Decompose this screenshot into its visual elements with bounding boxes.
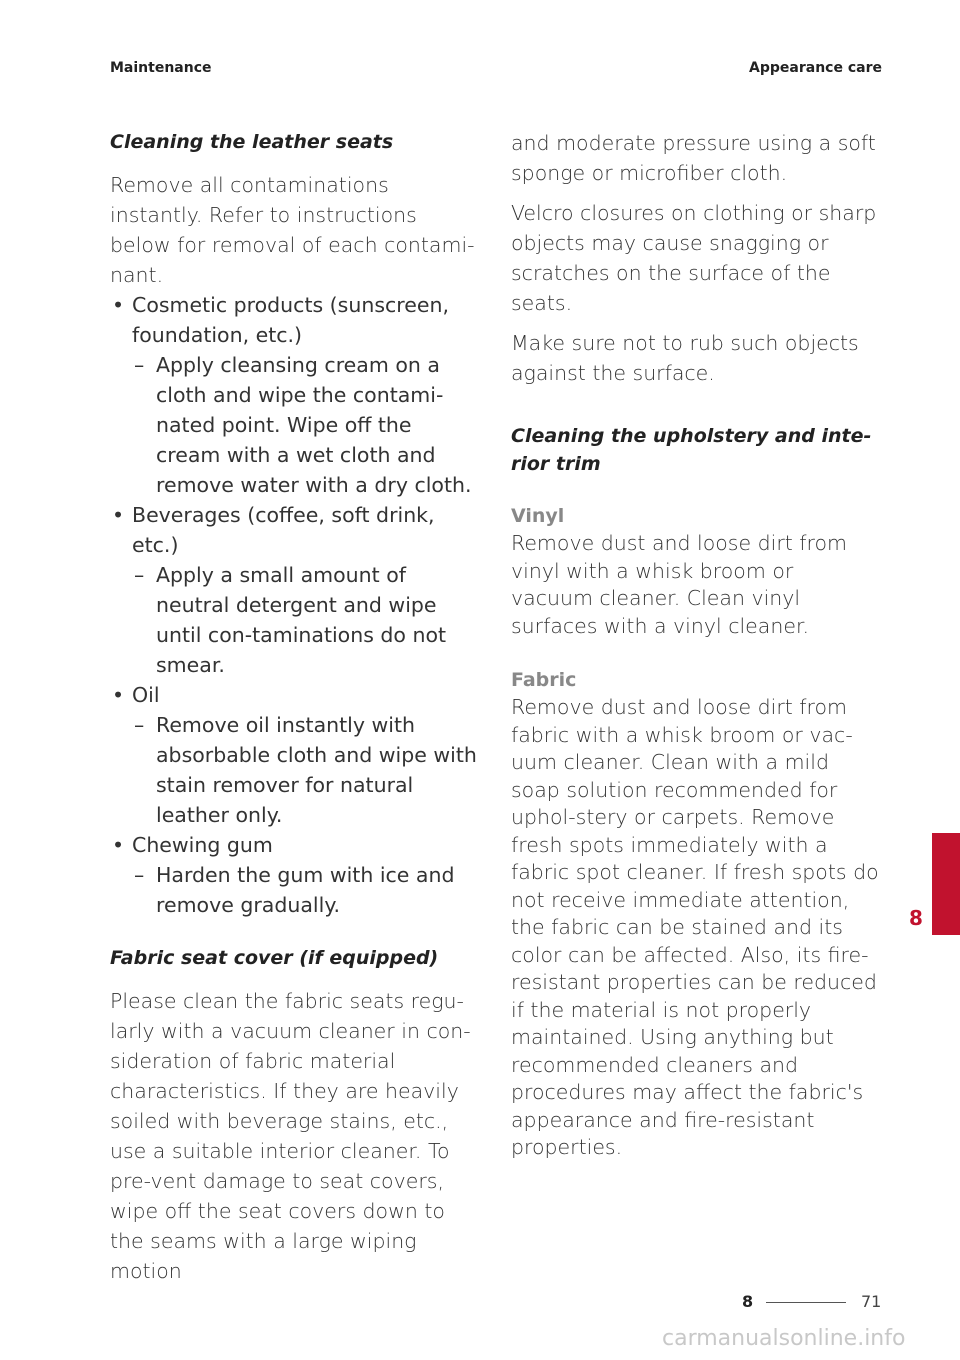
- footer-chapter-number: 8: [742, 1292, 754, 1311]
- chapter-tab-number: 8: [909, 906, 923, 930]
- left-column: Cleaning the leather seats Remove all co…: [110, 128, 480, 1296]
- fabric-seat-paragraph: Please clean the fabric seats regu-larly…: [110, 989, 471, 1283]
- dash-marker: –: [134, 353, 145, 377]
- subheading-vinyl: Vinyl: [511, 505, 565, 527]
- chapter-tab: [932, 833, 960, 935]
- list-item: • Chewing gum – Harden the gum with ice …: [110, 830, 480, 920]
- bullet-marker: •: [112, 833, 125, 857]
- bullet-marker: •: [112, 293, 125, 317]
- paragraph-rub: Make sure not to rub such objects agains…: [511, 331, 859, 385]
- right-column: and moderate pressure using a soft spong…: [511, 128, 881, 1188]
- list-item: • Oil – Remove oil instantly with absorb…: [110, 680, 480, 830]
- spacer: [511, 492, 881, 502]
- list-item-label: Cosmetic products (sunscreen, foundation…: [132, 293, 450, 347]
- list-item-label: Beverages (coffee, soft drink, etc.): [132, 503, 435, 557]
- list-item: • Cosmetic products (sunscreen, foundati…: [110, 290, 480, 500]
- list-item-label: Oil: [132, 683, 160, 707]
- fabric-paragraph: Remove dust and loose dirt from fabric w…: [511, 695, 879, 1159]
- sub-list: – Remove oil instantly with absorbable c…: [132, 710, 480, 830]
- sub-list: – Harden the gum with ice and remove gra…: [132, 860, 480, 920]
- paragraph-velcro: Velcro closures on clothing or sharp obj…: [511, 201, 877, 315]
- paragraph-pressure: and moderate pressure using a soft spong…: [511, 131, 876, 185]
- spacer: [511, 398, 881, 422]
- sub-list-item: – Apply a small amount of neutral deterg…: [132, 560, 480, 680]
- list-item: • Beverages (coffee, soft drink, etc.) –…: [110, 500, 480, 680]
- sub-list-item-text: Remove oil instantly with absorbable clo…: [156, 713, 477, 827]
- heading-upholstery: Cleaning the upholstery and inte-rior tr…: [511, 425, 872, 475]
- bullet-marker: •: [112, 503, 125, 527]
- footer-page-number: 71: [861, 1292, 882, 1311]
- vinyl-paragraph: Remove dust and loose dirt from vinyl wi…: [511, 531, 848, 638]
- contamination-list: • Cosmetic products (sunscreen, foundati…: [110, 290, 480, 920]
- sub-list-item-text: Apply a small amount of neutral detergen…: [156, 563, 447, 677]
- sub-list: – Apply a small amount of neutral deterg…: [132, 560, 480, 680]
- sub-list: – Apply cleansing cream on a cloth and w…: [132, 350, 480, 500]
- list-item-label: Chewing gum: [132, 833, 273, 857]
- dash-marker: –: [134, 863, 145, 887]
- subheading-fabric: Fabric: [511, 669, 577, 691]
- sub-list-item-text: Harden the gum with ice and remove gradu…: [156, 863, 455, 917]
- sub-list-item: – Remove oil instantly with absorbable c…: [132, 710, 480, 830]
- sub-list-item: – Apply cleansing cream on a cloth and w…: [132, 350, 480, 500]
- watermark-text: carmanualsonline.info: [662, 1326, 906, 1351]
- dash-marker: –: [134, 713, 145, 737]
- dash-marker: –: [134, 563, 145, 587]
- spacer: [110, 920, 480, 944]
- bullet-marker: •: [112, 683, 125, 707]
- heading-fabric-seat-cover: Fabric seat cover (if equipped): [110, 947, 439, 969]
- sub-list-item: – Harden the gum with ice and remove gra…: [132, 860, 480, 920]
- footer-divider: [766, 1302, 846, 1303]
- header-chapter-title: Appearance care: [749, 60, 882, 76]
- header-section-title: Maintenance: [110, 60, 212, 76]
- intro-paragraph: Remove all contaminations instantly. Ref…: [110, 173, 475, 287]
- heading-leather-seats: Cleaning the leather seats: [110, 131, 394, 153]
- sub-list-item-text: Apply cleansing cream on a cloth and wip…: [156, 353, 472, 497]
